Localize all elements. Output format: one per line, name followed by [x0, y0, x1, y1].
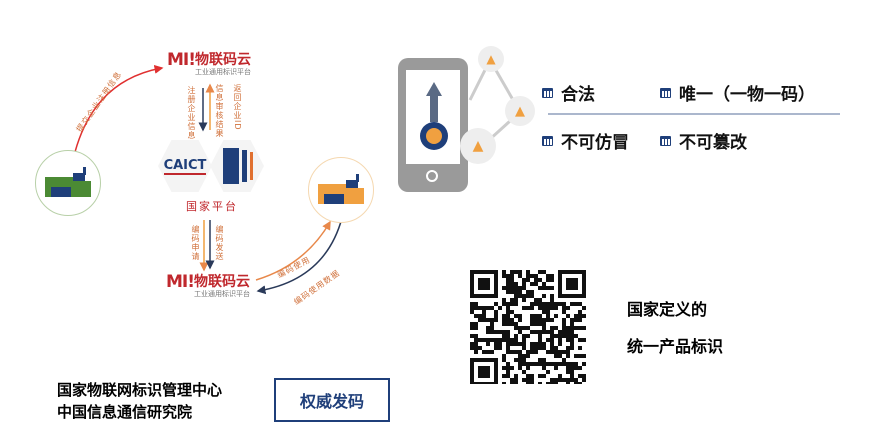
- label-review: 信息审核结果: [215, 84, 224, 138]
- calendar-icon: [542, 87, 553, 98]
- qr-caption-line2: 统一产品标识: [627, 337, 724, 356]
- org-line1: 国家物联网标识管理中心: [57, 381, 223, 399]
- caict-logo: CAICT: [158, 140, 212, 192]
- calendar-icon: [660, 87, 671, 98]
- label-send: 编码发送: [215, 225, 224, 261]
- org-line2: 中国信息通信研究院: [57, 403, 193, 421]
- platform-label: 国家平台: [186, 200, 238, 213]
- eii-logo: [210, 140, 264, 192]
- factory-icon: [45, 167, 91, 197]
- up-arrow-node: ▲: [505, 96, 535, 126]
- phone-icon: [398, 58, 468, 192]
- qr-code: [470, 270, 586, 384]
- feature-anti-counterfeit: 不可仿冒: [542, 128, 629, 153]
- authoritative-coding-button[interactable]: 权威发码: [274, 378, 390, 422]
- growth-gear-icon: [420, 82, 448, 150]
- label-register: 注册企业信息: [187, 86, 196, 140]
- up-arrow-node: ▲: [478, 46, 504, 72]
- qr-caption-line1: 国家定义的: [627, 300, 708, 319]
- wulianmayun-logo-bottom: MI! 物联码云工业通用标识平台: [166, 272, 250, 299]
- calendar-icon: [660, 135, 671, 146]
- organization-names: 国家物联网标识管理中心 中国信息通信研究院: [57, 379, 222, 423]
- up-arrow-node: ▲: [460, 128, 496, 164]
- wulianmayun-logo-top: MI! 物联码云工业通用标识平台: [167, 50, 251, 77]
- feature-tamper-proof: 不可篡改: [660, 128, 747, 153]
- label-apply: 编码申请: [191, 225, 200, 261]
- calendar-icon: [542, 135, 553, 146]
- enterprise-factory-green: [35, 150, 101, 216]
- label-return-id: 返回企业ID: [233, 84, 242, 131]
- feature-unique: 唯一（一物一码）: [660, 80, 815, 105]
- factory-icon: [318, 174, 364, 204]
- feature-legal: 合法: [542, 80, 595, 105]
- enterprise-factory-orange: [308, 157, 374, 223]
